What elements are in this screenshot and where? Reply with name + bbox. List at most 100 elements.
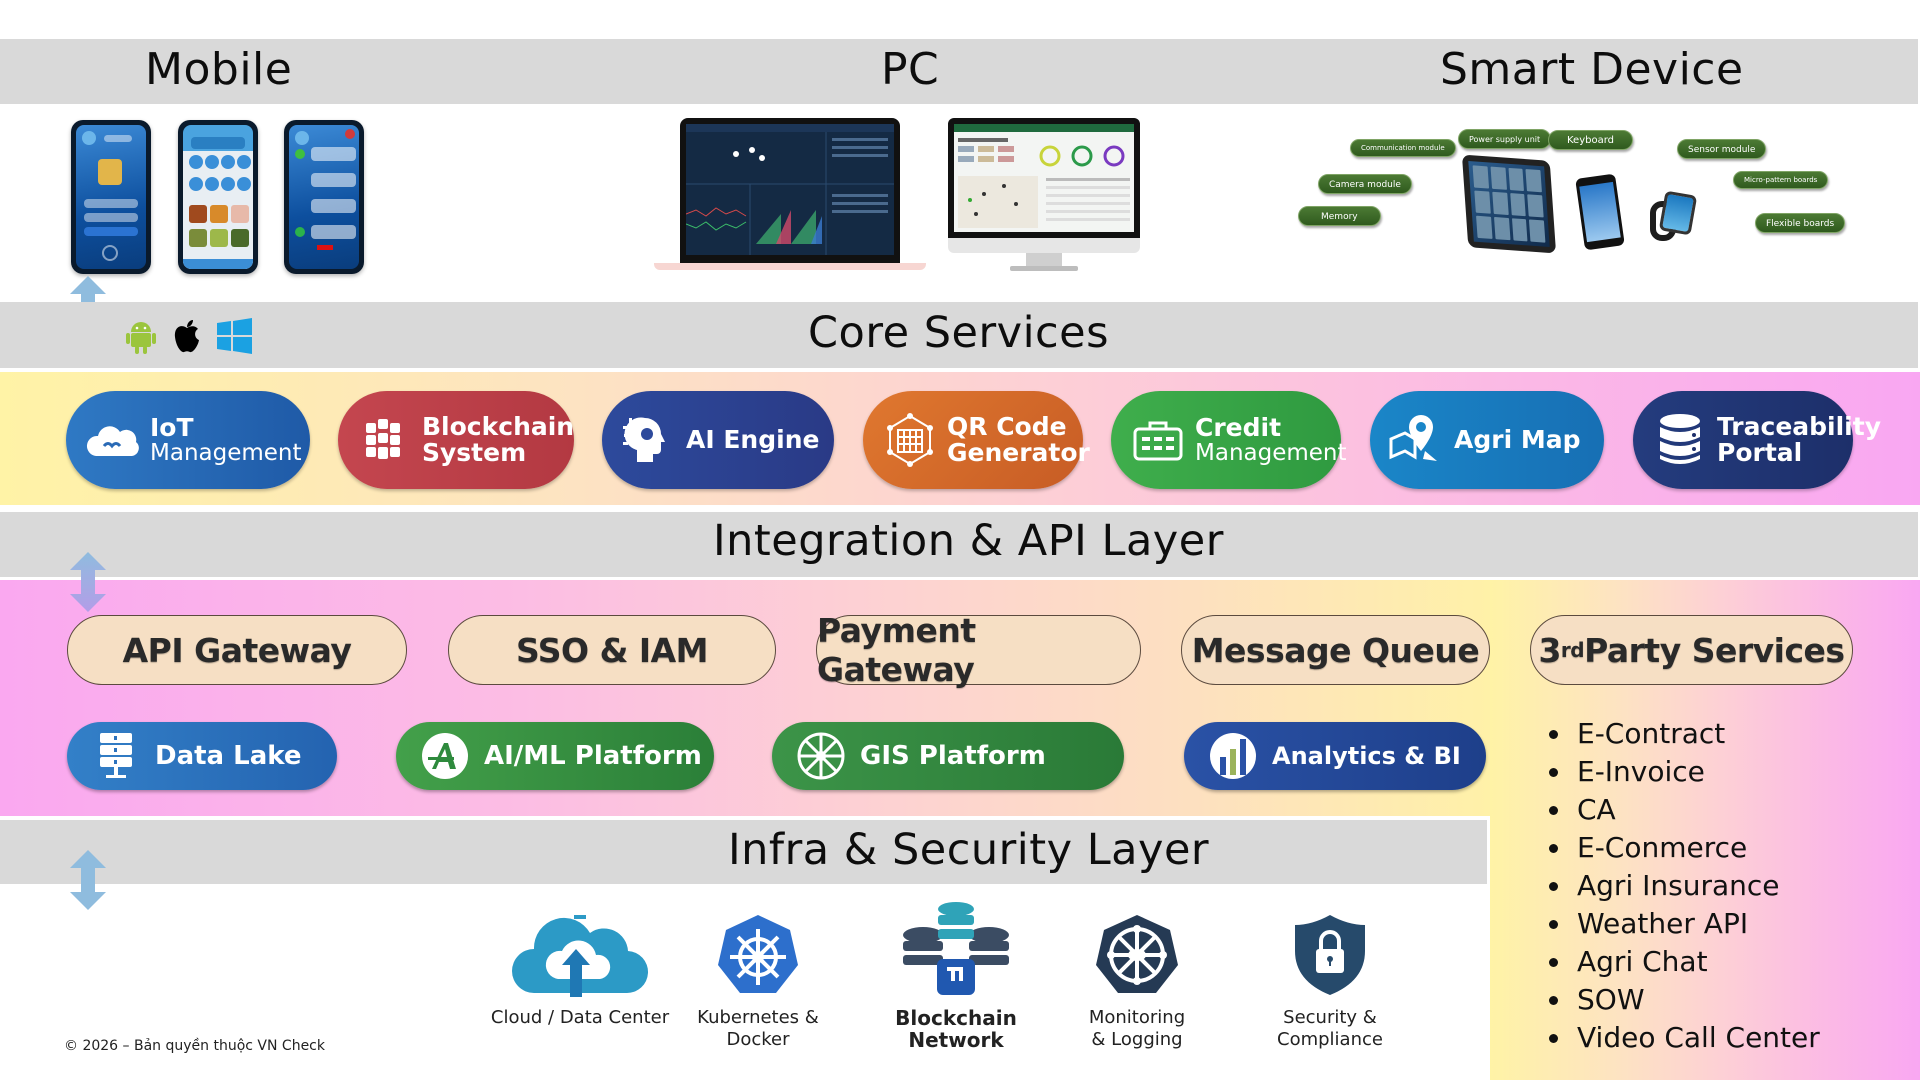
module-chip: Sensor module	[1677, 139, 1767, 159]
third-party-item: CA	[1547, 791, 1820, 829]
module-chip: Power supply unit	[1458, 129, 1552, 149]
third-party-item: E-Invoice	[1547, 753, 1820, 791]
apple-icon	[174, 320, 199, 353]
pc-title: PC	[881, 44, 940, 95]
smartwatch-device	[1650, 190, 1698, 245]
third-party-item: E-Contract	[1547, 715, 1820, 753]
service-label: Blockchain	[422, 411, 575, 441]
platform-gis[interactable]: GIS Platform	[772, 722, 1124, 790]
mobile-login-screen	[71, 120, 151, 274]
third-party-item: Agri Chat	[1547, 943, 1820, 981]
platform-label: GIS Platform	[860, 741, 1046, 771]
desktop-monitor-dashboard	[948, 118, 1140, 274]
brain-head-icon	[620, 411, 678, 469]
database-icon	[1651, 411, 1709, 469]
database-cluster-icon	[866, 902, 1046, 997]
android-icon	[126, 322, 156, 354]
infra-label: Security &	[1283, 1007, 1377, 1028]
smart-device-title: Smart Device	[1440, 44, 1744, 95]
bidirectional-arrow-icon	[70, 552, 106, 612]
platform-data-lake[interactable]: Data Lake	[67, 722, 337, 790]
tablet-device	[1461, 154, 1557, 254]
smartphone-device	[1575, 173, 1625, 251]
module-chip: Keyboard	[1548, 130, 1634, 150]
briefcase-icon	[1129, 411, 1187, 469]
infra-label: Cloud / Data Center	[490, 1007, 670, 1028]
module-chip: Camera module	[1318, 174, 1412, 194]
bidirectional-arrow-icon	[70, 850, 106, 910]
third-party-item: Video Call Center	[1547, 1019, 1820, 1057]
service-sublabel: Portal	[1717, 438, 1803, 467]
infra-kubernetes-docker: Kubernetes &Docker	[668, 905, 848, 1051]
module-chip: Micro-pattern boards	[1733, 171, 1829, 189]
platform-label: Analytics & BI	[1272, 742, 1461, 770]
infra-sublabel: Network	[908, 1028, 1004, 1052]
copyright-footer: © 2026 – Bản quyền thuộc VN Check	[64, 1038, 325, 1054]
cube-icon	[356, 411, 414, 469]
infra-cloud-data-center: Cloud / Data Center	[490, 905, 670, 1029]
infra-sublabel: Docker	[726, 1029, 790, 1050]
kubernetes-icon	[668, 905, 848, 997]
infra-label: Kubernetes &	[697, 1007, 819, 1028]
module-chip: Memory	[1298, 206, 1381, 226]
third-party-label: Party Services	[1584, 630, 1845, 670]
platform-label: Data Lake	[155, 741, 302, 771]
client-header-band	[0, 39, 1918, 104]
third-party-item: Weather API	[1547, 905, 1820, 943]
api-gateway-pill[interactable]: API Gateway	[67, 615, 407, 685]
payment-gateway-pill[interactable]: Payment Gateway	[816, 611, 1141, 689]
service-sublabel: Generator	[947, 438, 1090, 467]
core-services-title: Core Services	[808, 308, 1110, 358]
service-agri-map[interactable]: Agri Map	[1370, 391, 1604, 489]
core-services-header-band	[0, 302, 1918, 368]
third-party-ordinal: rd	[1560, 638, 1585, 662]
platform-analytics-bi[interactable]: Analytics & BI	[1184, 722, 1486, 790]
service-sublabel: Management	[150, 440, 302, 467]
infra-label: Monitoring	[1088, 1007, 1186, 1028]
service-label: IoT	[150, 412, 194, 442]
cloud-upload-icon	[490, 905, 670, 997]
service-sublabel: System	[422, 438, 527, 467]
service-label: AI Engine	[686, 424, 820, 454]
message-queue-pill[interactable]: Message Queue	[1181, 615, 1490, 685]
cloud-icon	[84, 411, 142, 469]
third-party-item: Agri Insurance	[1547, 867, 1820, 905]
infra-sublabel: & Logging	[1091, 1029, 1183, 1050]
infra-label: Blockchain	[895, 1006, 1017, 1030]
third-party-prefix: 3	[1538, 630, 1561, 670]
sso-iam-pill[interactable]: SSO & IAM	[448, 615, 776, 685]
ai-logo-icon	[420, 731, 470, 781]
service-label: QR Code	[947, 411, 1067, 441]
bar-chart-icon	[1208, 731, 1258, 781]
third-party-services-list: E-Contract E-Invoice CA E-Conmerce Agri …	[1547, 715, 1820, 1057]
monitoring-wheel-icon	[1047, 905, 1227, 997]
service-label: Agri Map	[1454, 424, 1581, 454]
third-party-item: SOW	[1547, 981, 1820, 1019]
mobile-title: Mobile	[145, 44, 293, 95]
platform-ai-ml[interactable]: AI/ML Platform	[396, 722, 714, 790]
integration-title: Integration & API Layer	[713, 516, 1224, 566]
mobile-home-screen	[178, 120, 258, 274]
shield-lock-icon	[1240, 905, 1420, 997]
server-icon	[91, 731, 141, 781]
infra-security-compliance: Security &Compliance	[1240, 905, 1420, 1051]
map-pin-icon	[1388, 411, 1446, 469]
service-ai-engine[interactable]: AI Engine	[602, 391, 834, 489]
module-chip: Communication module	[1350, 139, 1456, 157]
service-label: Traceability	[1717, 411, 1882, 441]
third-party-item: E-Conmerce	[1547, 829, 1820, 867]
wheel-icon	[796, 731, 846, 781]
integration-header-band	[0, 512, 1918, 577]
service-sublabel: Management	[1195, 440, 1347, 467]
infra-monitoring-logging: Monitoring& Logging	[1047, 905, 1227, 1051]
infra-header-band	[0, 820, 1487, 884]
windows-icon	[217, 318, 252, 354]
platform-label: AI/ML Platform	[484, 741, 702, 771]
